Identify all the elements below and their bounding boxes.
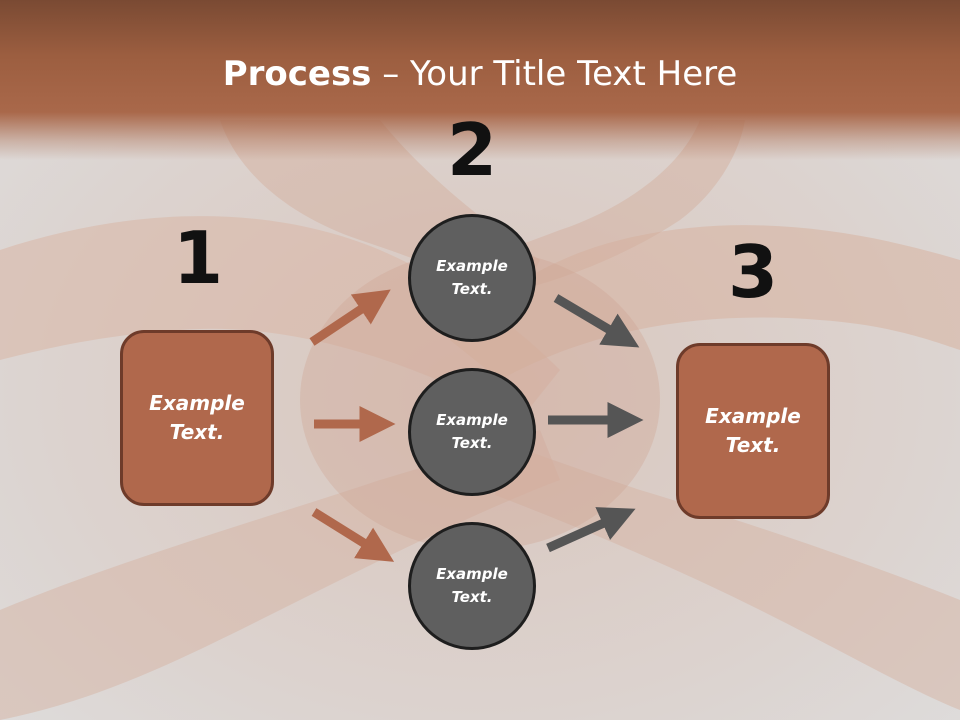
title-bold: Process <box>222 54 372 94</box>
step-number-3: 3 <box>727 230 779 314</box>
circle-middle: Example Text. <box>408 368 536 496</box>
arrow-bottom-to-right <box>546 507 636 553</box>
arrow-left-to-top <box>309 289 391 346</box>
slide-title: Process – Your Title Text Here <box>0 52 960 96</box>
step-number-1: 1 <box>172 216 224 300</box>
left-box: Example Text. <box>120 330 274 506</box>
circle-top: Example Text. <box>408 214 536 342</box>
circle-bottom: Example Text. <box>408 522 536 650</box>
title-rest: – Your Title Text Here <box>371 54 738 94</box>
step-number-2: 2 <box>446 108 498 192</box>
right-box: Example Text. <box>676 343 830 519</box>
title-band <box>0 0 960 160</box>
arrow-top-to-right <box>553 294 640 348</box>
arrow-left-to-bottom <box>311 508 395 562</box>
